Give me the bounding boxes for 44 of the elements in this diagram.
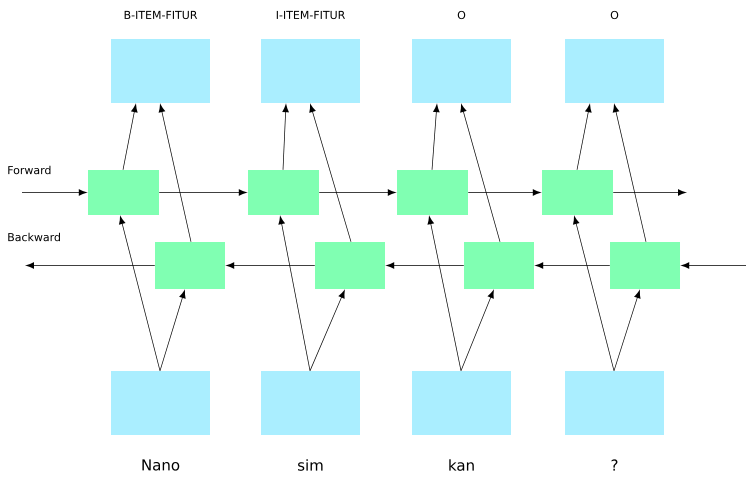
direction-label: Forward [8, 166, 50, 174]
tag-label: B-ITEM-FITUR [124, 10, 198, 20]
arrow [160, 290, 186, 372]
tag-label: O [458, 10, 466, 20]
direction-label: Backward [8, 232, 60, 242]
arrow [614, 290, 640, 372]
forward-cell [248, 170, 319, 215]
arrow [681, 262, 746, 269]
forward-cell [397, 170, 468, 215]
tag-label: I-ITEM-FITUR [276, 10, 345, 20]
arrow [573, 216, 614, 372]
backward-cell [315, 242, 385, 289]
arrow [460, 290, 494, 372]
arrow [226, 262, 316, 269]
arrow [428, 216, 462, 372]
backward-cell [155, 242, 225, 289]
backward-cell [464, 242, 534, 289]
arrow [310, 290, 345, 372]
arrow [278, 216, 310, 372]
backward-cell [610, 242, 680, 289]
arrow [122, 104, 138, 170]
arrow [576, 104, 592, 170]
arrow [432, 104, 440, 170]
arrow [119, 216, 160, 372]
arrow [158, 104, 192, 242]
arrow [318, 189, 396, 196]
arrow [386, 262, 464, 269]
arrow [468, 189, 541, 196]
tag-label: O [610, 10, 618, 20]
arrow [612, 104, 646, 242]
word-label: sim [298, 459, 323, 471]
forward-cell [542, 170, 613, 215]
arrow [22, 189, 87, 196]
arrow [158, 189, 247, 196]
arrow [309, 104, 352, 242]
arrow [612, 189, 686, 196]
word-label: Nano [142, 459, 180, 471]
word-label: kan [449, 459, 474, 471]
arrow [282, 104, 289, 170]
arrow [26, 262, 156, 269]
forward-cell [88, 170, 159, 215]
arrow [460, 104, 500, 242]
arrow [535, 262, 610, 269]
word-label: ? [612, 459, 618, 471]
